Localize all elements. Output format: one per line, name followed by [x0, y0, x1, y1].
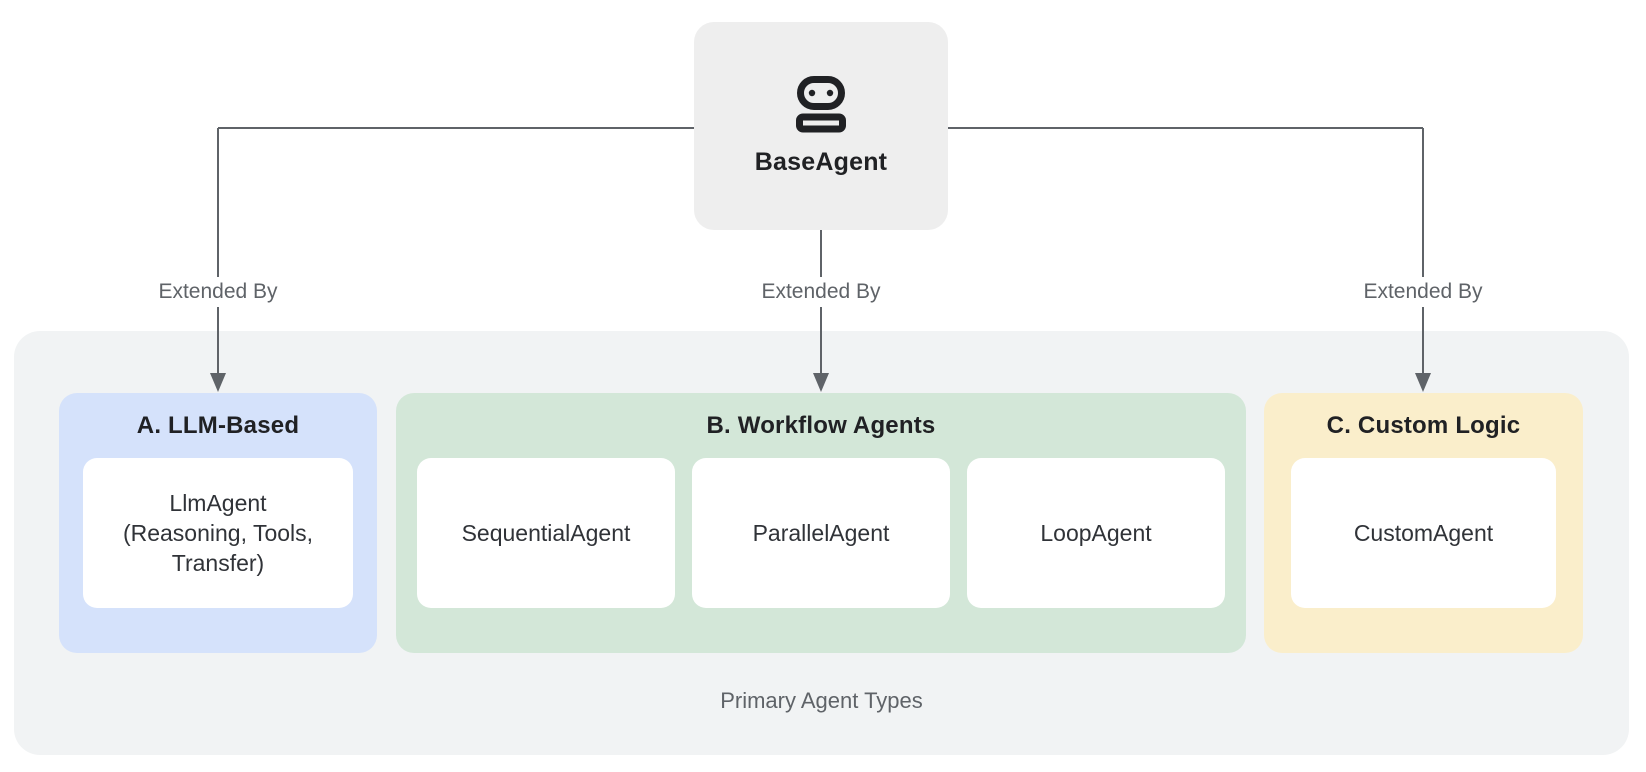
- base-agent-node: BaseAgent: [694, 22, 948, 230]
- group-workflow-agents: B. Workflow Agents SequentialAgent Paral…: [396, 393, 1246, 653]
- group-workflow-agents-cards: SequentialAgent ParallelAgent LoopAgent: [417, 458, 1225, 608]
- card-loop-agent: LoopAgent: [967, 458, 1225, 608]
- group-llm-based: A. LLM-Based LlmAgent (Reasoning, Tools,…: [59, 393, 377, 653]
- base-agent-label: BaseAgent: [754, 147, 888, 176]
- card-custom-agent: CustomAgent: [1291, 458, 1556, 608]
- group-llm-based-cards: LlmAgent (Reasoning, Tools, Transfer): [83, 458, 353, 608]
- group-workflow-agents-title: B. Workflow Agents: [706, 411, 936, 439]
- group-custom-logic: C. Custom Logic CustomAgent: [1264, 393, 1583, 653]
- edge-label-right: Extended By: [1353, 277, 1493, 307]
- container-caption: Primary Agent Types: [720, 688, 923, 713]
- card-sequential-agent: SequentialAgent: [417, 458, 675, 608]
- edge-label-left: Extended By: [148, 277, 288, 307]
- edge-label-middle: Extended By: [751, 277, 891, 307]
- group-llm-based-title: A. LLM-Based: [136, 411, 300, 439]
- card-llm-agent: LlmAgent (Reasoning, Tools, Transfer): [83, 458, 353, 608]
- card-parallel-agent: ParallelAgent: [692, 458, 950, 608]
- robot-icon: [796, 75, 846, 132]
- agent-types-container: A. LLM-Based LlmAgent (Reasoning, Tools,…: [14, 331, 1629, 755]
- group-custom-logic-cards: CustomAgent: [1291, 458, 1556, 608]
- group-custom-logic-title: C. Custom Logic: [1326, 411, 1521, 439]
